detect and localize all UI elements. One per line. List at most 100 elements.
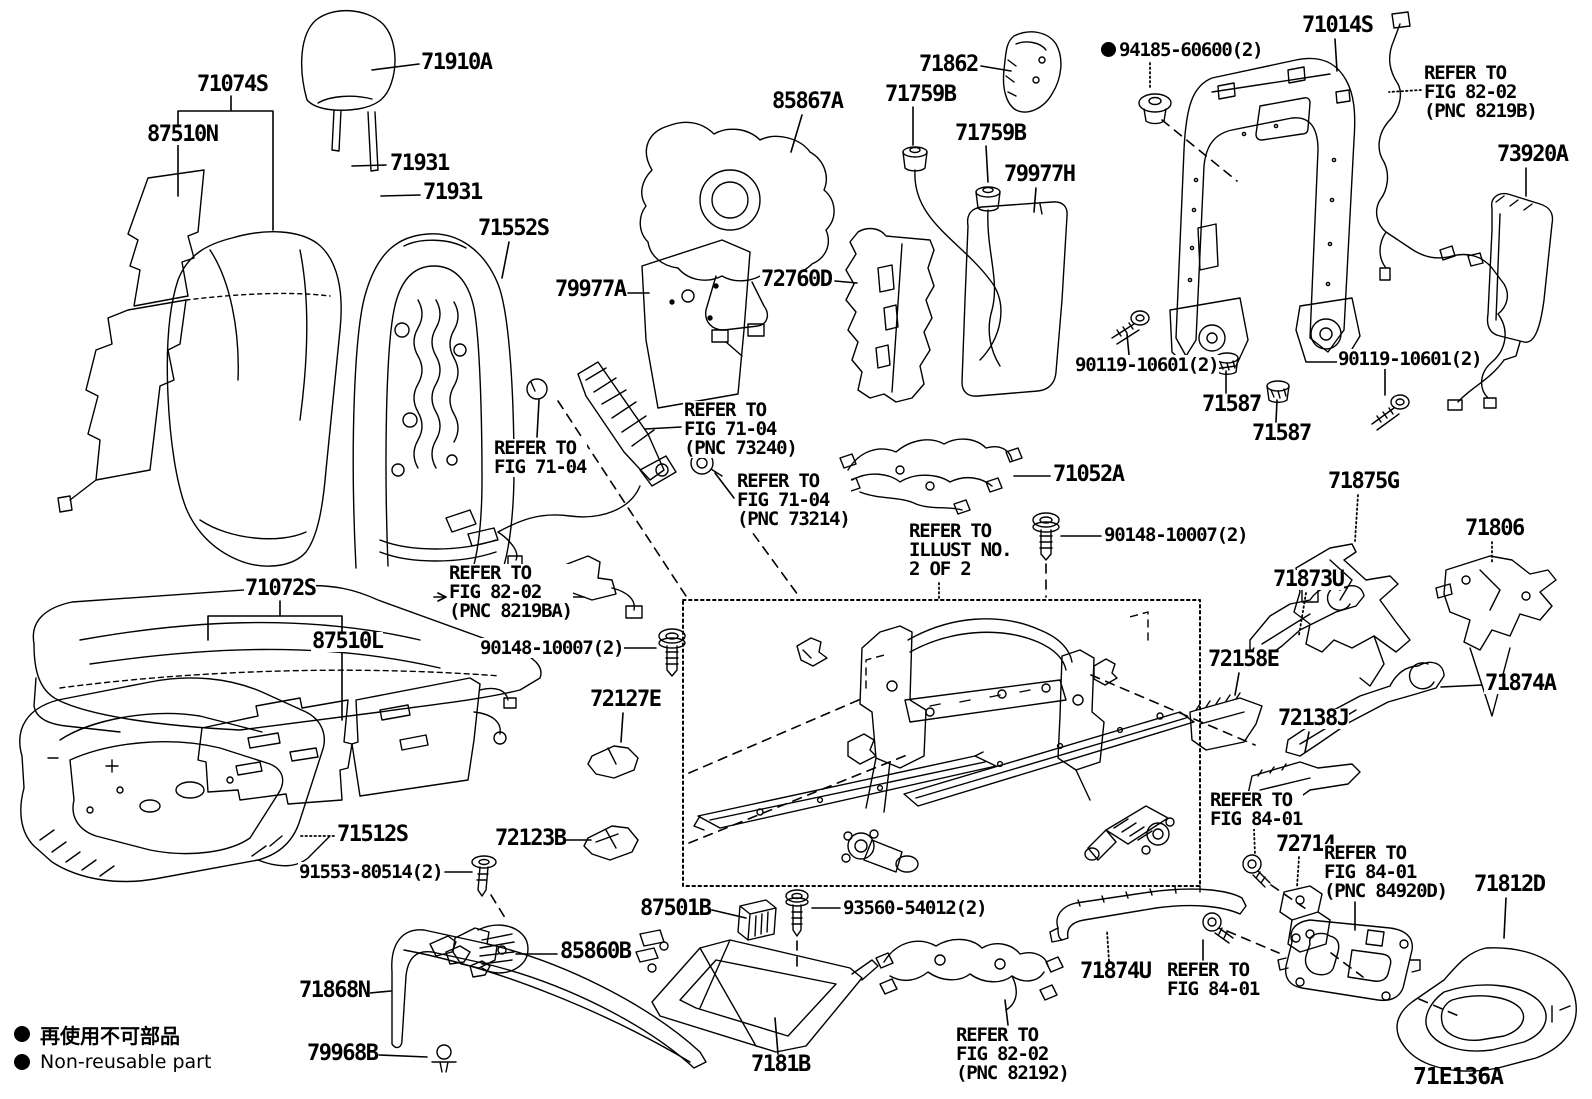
screw-90148-drawings — [658, 512, 1060, 677]
clip-72127E-drawing — [587, 745, 639, 779]
part-label-71587-1[interactable]: 71587 — [1201, 392, 1262, 417]
seatback-frame-drawing — [352, 233, 515, 573]
part-label-71552S[interactable]: 71552S — [477, 216, 550, 241]
note-refer-8219BA: REFER TO FIG 82-02 (PNC 8219BA) — [448, 562, 573, 622]
part-label-71759B-2[interactable]: 71759B — [954, 121, 1027, 146]
note-refer-8219B: REFER TO FIG 82-02 (PNC 8219B) — [1423, 62, 1538, 122]
seatback-cover-drawing — [166, 231, 342, 567]
cover-72158E-drawing — [1189, 692, 1263, 751]
part-label-72127E[interactable]: 72127E — [589, 687, 662, 712]
part-label-71875G[interactable]: 71875G — [1327, 469, 1400, 494]
seatback-pad-drawing — [57, 169, 205, 513]
part-label-71931-1[interactable]: 71931 — [389, 151, 450, 176]
switch-panel-84920D-drawing — [1277, 919, 1421, 1002]
cushion-cover-drawing — [32, 584, 542, 733]
part-label-72138J[interactable]: 72138J — [1277, 706, 1350, 731]
shield-71868N-drawing — [391, 929, 707, 1069]
part-label-71873U[interactable]: 71873U — [1272, 567, 1345, 592]
airbag-module-drawing — [639, 121, 835, 357]
bolt-90119-drawings — [1111, 310, 1410, 431]
clip-72123B-drawing — [583, 825, 639, 861]
part-label-90119-10601-2[interactable]: 90119-10601(2) — [1337, 348, 1483, 370]
part-label-71074S[interactable]: 71074S — [196, 72, 269, 97]
seatback-frame-assy-71014S-drawing — [1169, 57, 1361, 373]
part-label-87501B[interactable]: 87501B — [639, 896, 712, 921]
note-refer-82192: REFER TO FIG 82-02 (PNC 82192) — [955, 1024, 1070, 1084]
part-label-90148-10007-2[interactable]: 90148-10007(2) — [479, 637, 625, 659]
belt-buckle-drawing — [445, 361, 677, 567]
note-refer-7104-c: REFER TO FIG 71-04 (PNC 73214) — [736, 470, 851, 530]
part-label-79977A[interactable]: 79977A — [554, 277, 627, 302]
back-panel-79977H-drawing — [961, 201, 1068, 397]
part-label-85860B[interactable]: 85860B — [559, 939, 632, 964]
part-label-71874A[interactable]: 71874A — [1484, 671, 1557, 696]
sensor-nuts-drawing — [902, 146, 1002, 367]
part-label-71072S[interactable]: 71072S — [244, 576, 317, 601]
track-clips-drawing — [796, 637, 1118, 765]
harness-71052A-drawing — [839, 438, 1023, 515]
part-label-72760D[interactable]: 72760D — [760, 267, 833, 292]
part-label-71052A[interactable]: 71052A — [1052, 462, 1125, 487]
part-label-71014S[interactable]: 71014S — [1301, 13, 1374, 38]
part-label-71587-2[interactable]: 71587 — [1251, 421, 1312, 446]
flange-nut-94185-drawing — [1138, 93, 1172, 125]
part-label-71759B-1[interactable]: 71759B — [884, 82, 957, 107]
cushion-heater-pad-drawing — [197, 677, 517, 805]
grommet-drawing — [526, 378, 548, 400]
note-refer-illust: REFER TO ILLUST NO. 2 OF 2 — [908, 520, 1013, 580]
part-label-71868N[interactable]: 71868N — [298, 978, 371, 1003]
cushion-frame-71512S-drawing — [19, 677, 331, 883]
part-label-72714[interactable]: 72714 — [1275, 832, 1336, 857]
part-label-71512S[interactable]: 71512S — [336, 822, 409, 847]
seat-track-drawing — [693, 618, 1195, 831]
backrest-harness-drawing — [1375, 11, 1509, 409]
part-label-71874U[interactable]: 71874U — [1079, 959, 1152, 984]
part-label-71931-2[interactable]: 71931 — [422, 180, 483, 205]
part-label-87510N[interactable]: 87510N — [146, 122, 219, 147]
part-label-87510L[interactable]: 87510L — [311, 629, 384, 654]
occupant-sensor-drawing — [1002, 31, 1062, 113]
side-airbag-drawing — [1447, 192, 1554, 411]
part-label-91553-80514[interactable]: 91553-80514(2) — [298, 861, 444, 883]
legend-row-jp: 再使用不可部品 — [14, 1020, 211, 1048]
dashed-lines — [490, 119, 1462, 1018]
part-label-90119-10601-1[interactable]: 90119-10601(2) — [1074, 354, 1220, 376]
part-label-73920A[interactable]: 73920A — [1496, 142, 1569, 167]
note-refer-8401-b: REFER TO FIG 84-01 (PNC 84920D) — [1323, 842, 1448, 902]
note-refer-7104-b: REFER TO FIG 71-04 (PNC 73240) — [683, 399, 798, 459]
bracket-72714-drawing — [1279, 885, 1331, 953]
part-label-79977H[interactable]: 79977H — [1003, 162, 1076, 187]
shield-71812D-drawing — [1396, 947, 1577, 1072]
part-label-71806[interactable]: 71806 — [1464, 516, 1525, 541]
part-label-93560-54012[interactable]: 93560-54012(2) — [842, 897, 988, 919]
part-label-7181B[interactable]: 7181B — [750, 1052, 811, 1077]
part-label-79968B[interactable]: 79968B — [306, 1041, 379, 1066]
part-label-71862[interactable]: 71862 — [918, 52, 979, 77]
harness-82192-drawing — [875, 938, 1064, 1011]
clip-79968B-drawing — [431, 1044, 457, 1073]
back-panel-79977A-drawing — [641, 239, 751, 409]
note-refer-7104-a: REFER TO FIG 71-04 — [493, 437, 587, 478]
part-label-85867A[interactable]: 85867A — [771, 89, 844, 114]
cover-71806-drawing — [1435, 555, 1557, 717]
arm-71874U-drawing — [1049, 885, 1247, 943]
part-label-94185-60600[interactable]: 94185-60600(2) — [1100, 40, 1264, 60]
part-label-72158E[interactable]: 72158E — [1207, 647, 1280, 672]
non-reusable-dot-icon — [14, 1026, 30, 1042]
relay-87501B-drawing — [737, 899, 777, 941]
legend-row-en: Non-reusable part — [14, 1048, 211, 1076]
legend-text-en: Non-reusable part — [40, 1051, 212, 1073]
cushion-frame-7181B-drawing — [635, 929, 879, 1053]
note-refer-8401-c: REFER TO FIG 84-01 — [1166, 959, 1260, 1000]
switch-assy-85860B-drawing — [429, 924, 529, 974]
headrest-drawing — [300, 9, 396, 172]
diagram-code: 71E136A — [1413, 1064, 1504, 1090]
part-label-71812D[interactable]: 71812D — [1473, 872, 1546, 897]
non-reusable-dot-icon — [1101, 42, 1116, 57]
part-label-90148-10007-1[interactable]: 90148-10007(2) — [1103, 524, 1249, 546]
legend: 再使用不可部品 Non-reusable part — [14, 1020, 211, 1076]
part-label-71910A[interactable]: 71910A — [420, 50, 493, 75]
part-label-72123B[interactable]: 72123B — [494, 826, 567, 851]
dotted-leader-lines — [300, 62, 1493, 962]
